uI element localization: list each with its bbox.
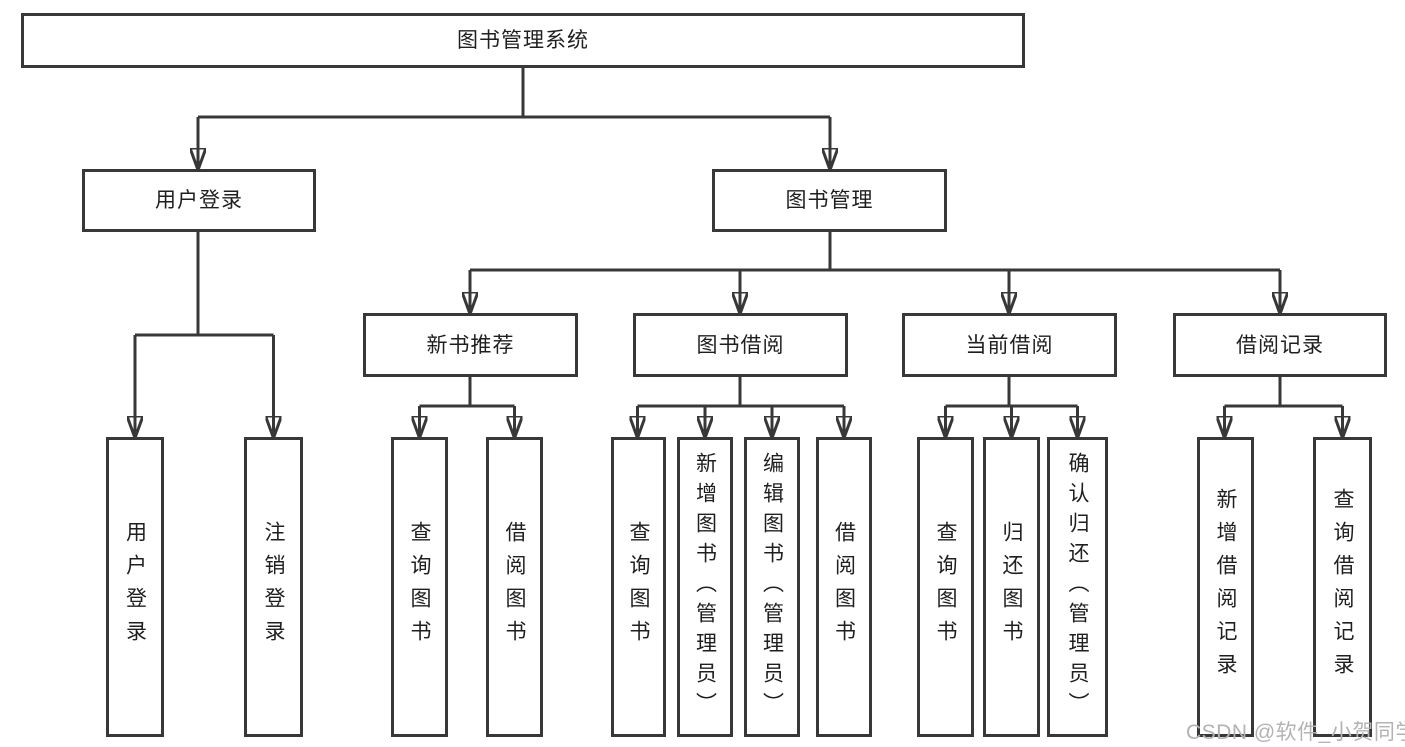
connector-book-borrowing-children xyxy=(638,377,845,437)
node-cb-return-books-label: 归还图书 xyxy=(1000,521,1023,653)
node-br-query-record-label: 查询借阅记录 xyxy=(1331,488,1354,686)
node-br-add-record: 新增借阅记录 xyxy=(1197,437,1254,737)
connector-root-to-level2 xyxy=(198,68,830,169)
node-user-login-group: 用户登录 xyxy=(82,169,316,232)
node-nb-query-books: 查询图书 xyxy=(391,437,448,737)
node-bb-query-books: 查询图书 xyxy=(611,437,666,737)
watermark: CSDN @软件_小贺同学 xyxy=(1186,721,1405,744)
node-logout-login-label: 注销登录 xyxy=(262,521,285,653)
node-root: 图书管理系统 xyxy=(21,13,1025,68)
connector-book-management-children xyxy=(470,232,1280,313)
node-cb-query-books: 查询图书 xyxy=(917,437,974,737)
node-cb-query-books-label: 查询图书 xyxy=(934,521,957,653)
node-book-borrowing: 图书借阅 xyxy=(633,313,848,377)
node-bb-borrow-books-label: 借阅图书 xyxy=(832,521,856,653)
node-nb-borrow-books: 借阅图书 xyxy=(486,437,543,737)
connector-user-login-children xyxy=(135,232,274,437)
node-logout-login: 注销登录 xyxy=(244,437,303,737)
node-cb-confirm-return-label: 确认归还（管理员） xyxy=(1066,452,1089,722)
node-cb-confirm-return: 确认归还（管理员） xyxy=(1047,437,1108,737)
connector-borrowing-records-children xyxy=(1225,377,1343,437)
node-nb-borrow-books-label: 借阅图书 xyxy=(503,521,526,653)
node-bb-query-books-label: 查询图书 xyxy=(627,521,650,653)
node-current-borrowing: 当前借阅 xyxy=(902,313,1117,377)
connector-new-book-recommend-children xyxy=(420,377,515,437)
node-br-query-record: 查询借阅记录 xyxy=(1313,437,1372,737)
node-br-add-record-label: 新增借阅记录 xyxy=(1214,488,1237,686)
node-bb-edit-books-label: 编辑图书（管理员） xyxy=(760,452,784,722)
connector-current-borrowing-children xyxy=(946,377,1078,437)
node-bb-edit-books: 编辑图书（管理员） xyxy=(744,437,800,737)
node-bb-add-books-label: 新增图书（管理员） xyxy=(693,452,717,722)
node-user-login-label: 用户登录 xyxy=(123,521,147,653)
node-bb-borrow-books: 借阅图书 xyxy=(816,437,872,737)
node-bb-add-books: 新增图书（管理员） xyxy=(677,437,733,737)
node-borrowing-records: 借阅记录 xyxy=(1173,313,1387,377)
node-user-login: 用户登录 xyxy=(106,437,164,737)
node-new-book-recommend: 新书推荐 xyxy=(363,313,578,377)
node-cb-return-books: 归还图书 xyxy=(983,437,1040,737)
node-nb-query-books-label: 查询图书 xyxy=(408,521,431,653)
node-book-management-group: 图书管理 xyxy=(712,169,947,232)
